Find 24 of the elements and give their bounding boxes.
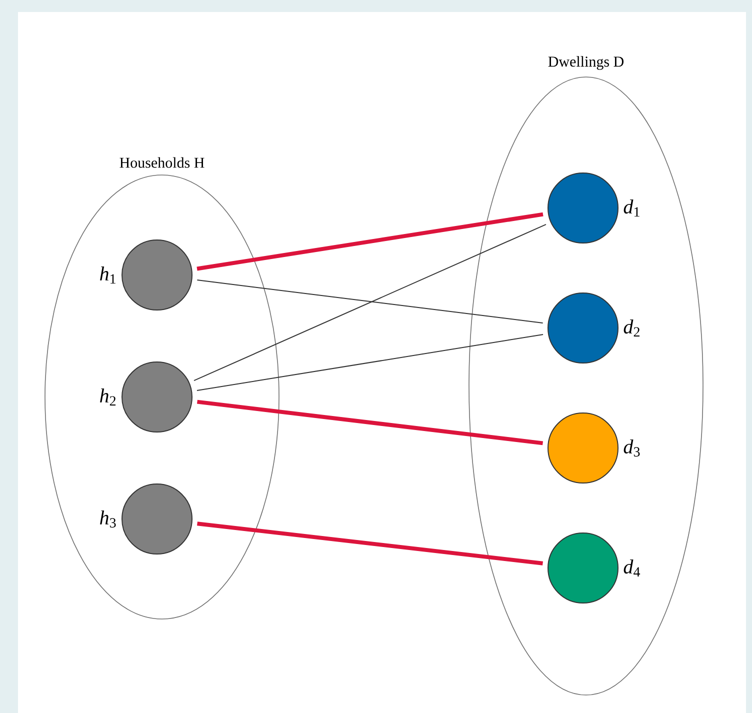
vertex-label: d$_{3}$ — [624, 439, 640, 457]
matching-line — [196, 400, 544, 446]
matching-line — [194, 224, 546, 382]
vertex-circle — [122, 484, 192, 554]
vertex-label: h$_{2}$ — [100, 388, 116, 406]
vertex-label: h$_{1}$ — [100, 266, 116, 284]
vertex-circle — [122, 362, 192, 432]
vertex-label: h$_{3}$ — [100, 510, 116, 528]
vertex-label: d$_{2}$ — [624, 320, 640, 336]
set-ellipse — [44, 174, 280, 620]
vertex-circle — [122, 240, 192, 310]
matching-line — [196, 280, 544, 324]
set-heading: Households H — [120, 157, 204, 168]
vertex-circle — [548, 172, 618, 244]
vertex-label: d$_{4}$ — [624, 560, 640, 576]
matching-line — [197, 522, 543, 566]
matching-line — [196, 334, 544, 392]
set-heading: Dwellings D — [548, 56, 624, 70]
vertex-circle — [548, 532, 618, 604]
set-ellipse — [468, 76, 704, 696]
vertex-circle — [548, 292, 618, 364]
vertex-circle — [548, 412, 618, 484]
vertex-label: d$_{1}$ — [624, 200, 640, 216]
matching-line — [196, 212, 544, 271]
